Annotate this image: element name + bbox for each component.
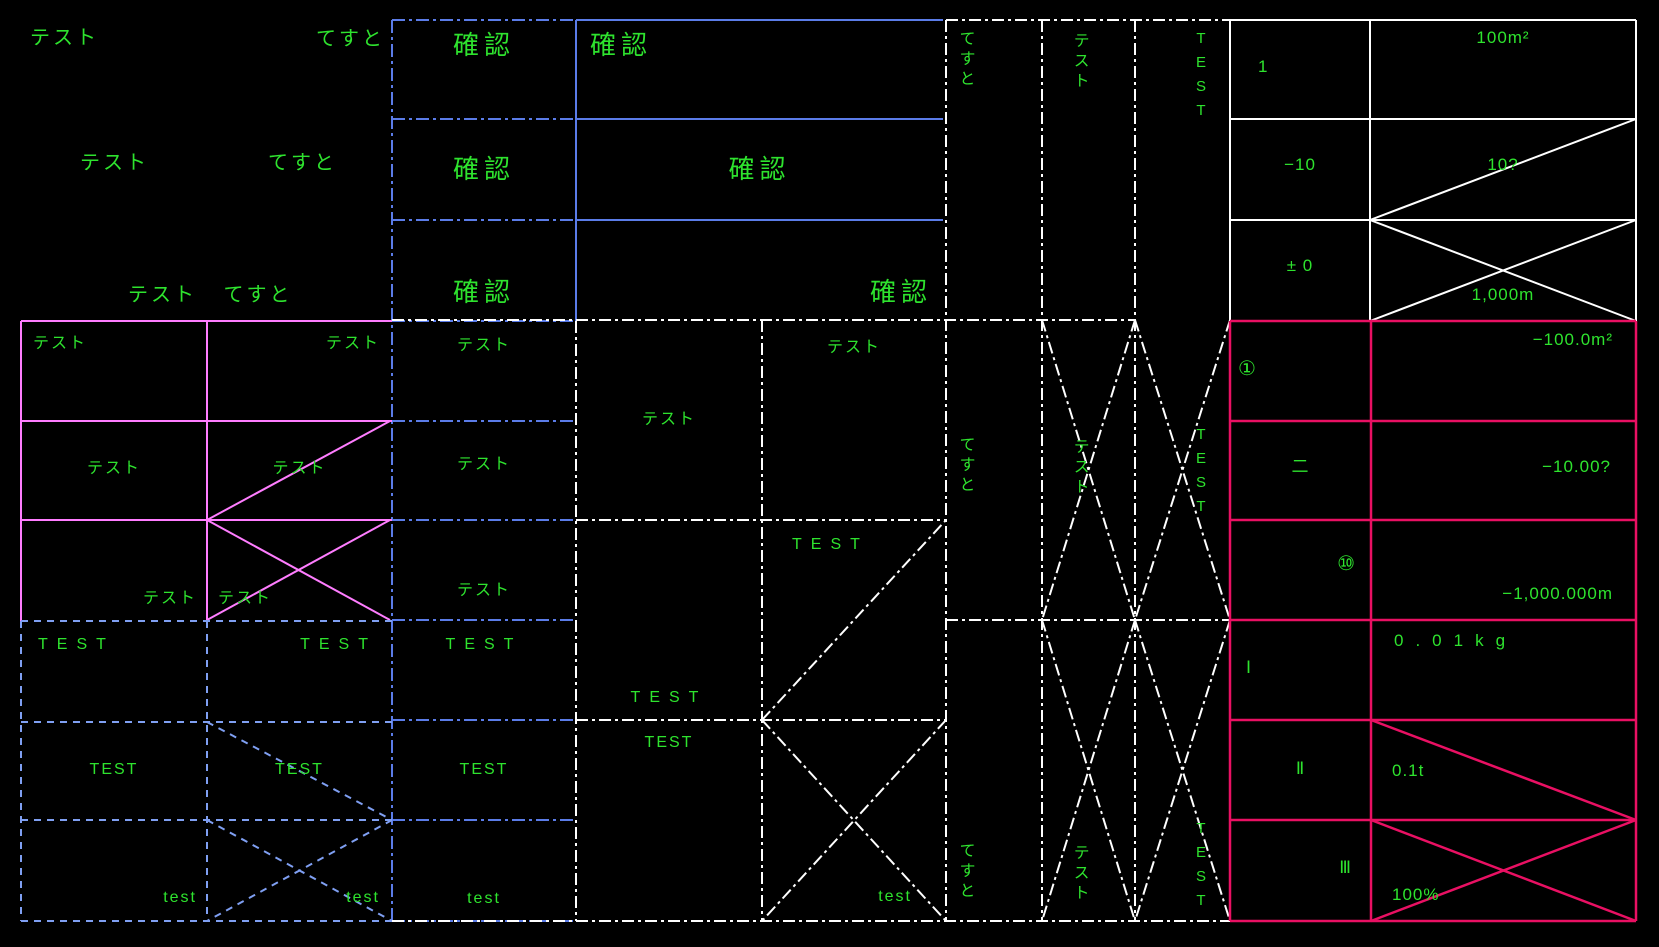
middle-cell-b3: test <box>878 888 912 905</box>
white-cell-r3c2: 1,000m <box>1471 285 1535 304</box>
free-label-4: てすと <box>268 152 337 174</box>
crimson-label-r3: ⑩ <box>1337 553 1355 575</box>
narrow-cell-r1: テスト <box>456 337 511 354</box>
blue-cell-r2c1: 確認 <box>452 154 515 184</box>
crimson-value-r6: 100% <box>1392 885 1440 904</box>
middle-cell-a1: テスト <box>641 411 696 428</box>
free-label-3: テスト <box>80 152 149 174</box>
crimson-value-r3: −1,000.000m <box>1502 584 1613 603</box>
crimson-label-r5: Ⅱ <box>1295 759 1306 778</box>
magenta-cell-r2c2: テスト <box>272 460 327 477</box>
white-cell-r2c2: 10? <box>1487 155 1519 174</box>
middle-cell-b1: テスト <box>826 339 881 356</box>
narrow-cell-r3: テスト <box>456 582 511 599</box>
white-cell-r2c1: −10 <box>1284 155 1316 174</box>
crimson-value-r4: 0.01kg <box>1394 631 1518 650</box>
crimson-label-r1: ① <box>1238 358 1256 380</box>
narrow-cell-r6: test <box>467 890 501 907</box>
vertical-katakana-top: テスト <box>1070 32 1088 92</box>
vertical-latin-top: TEST <box>1192 30 1210 126</box>
vertical-hiragana-bottom: てすと <box>956 842 974 902</box>
blue-cell-r3c2: 確認 <box>869 277 932 307</box>
middle-cell-a2: TEST <box>630 689 708 706</box>
blue-cell-r1c2: 確認 <box>590 30 653 60</box>
middle-cell-b2: TEST <box>792 536 869 553</box>
blue-cell-r1c1: 確認 <box>452 30 515 60</box>
vertical-katakana-middle: テスト <box>1070 438 1088 498</box>
vertical-katakana-bottom: テスト <box>1070 844 1088 904</box>
dotted-cell-r3c1: test <box>163 889 197 906</box>
crimson-label-r4: Ⅰ <box>1246 658 1253 677</box>
vertical-latin-bottom: TEST <box>1192 820 1210 916</box>
crimson-value-r1: −100.0m² <box>1532 330 1613 349</box>
dotted-cell-r2c2: TEST <box>275 761 324 778</box>
magenta-cell-r3c2: テスト <box>218 590 273 607</box>
dotted-cell-r1c1: TEST <box>38 636 115 653</box>
dotted-cell-r1c2: TEST <box>300 636 377 653</box>
magenta-cell-r2c1: テスト <box>86 460 141 477</box>
white-cell-r3c1: ± 0 <box>1286 256 1314 275</box>
dotted-cell-r2c1: TEST <box>89 761 139 778</box>
dotted-cell-r3c2: test <box>346 889 380 906</box>
blue-cell-r2c2: 確認 <box>728 154 791 184</box>
narrow-cell-r2: テスト <box>456 456 511 473</box>
blue-cell-r3c1: 確認 <box>452 277 515 307</box>
vertical-hiragana-middle: てすと <box>956 436 974 496</box>
magenta-cell-r1c2: テスト <box>325 335 380 352</box>
white-cell-r1c1: 1 <box>1258 57 1269 76</box>
magenta-cell-r3c1: テスト <box>142 590 197 607</box>
vertical-latin-middle: TEST <box>1192 426 1210 522</box>
vertical-hiragana-top: てすと <box>956 30 974 90</box>
middle-cell-a3: TEST <box>644 734 694 751</box>
free-label-2: てすと <box>316 28 385 50</box>
narrow-cell-r4: TEST <box>445 636 523 653</box>
crimson-label-r6: Ⅲ <box>1339 858 1352 877</box>
free-label-1: テスト <box>30 27 99 49</box>
crimson-label-r2: 二 <box>1291 457 1310 476</box>
crimson-value-r5: 0.1t <box>1392 761 1425 780</box>
white-cell-r1c2: 100m² <box>1476 28 1530 47</box>
crimson-value-r2: −10.00? <box>1542 457 1611 476</box>
narrow-cell-r5: TEST <box>459 761 509 778</box>
free-label-5: テスト てすと <box>128 284 293 306</box>
magenta-cell-r1c1: テスト <box>33 335 88 352</box>
